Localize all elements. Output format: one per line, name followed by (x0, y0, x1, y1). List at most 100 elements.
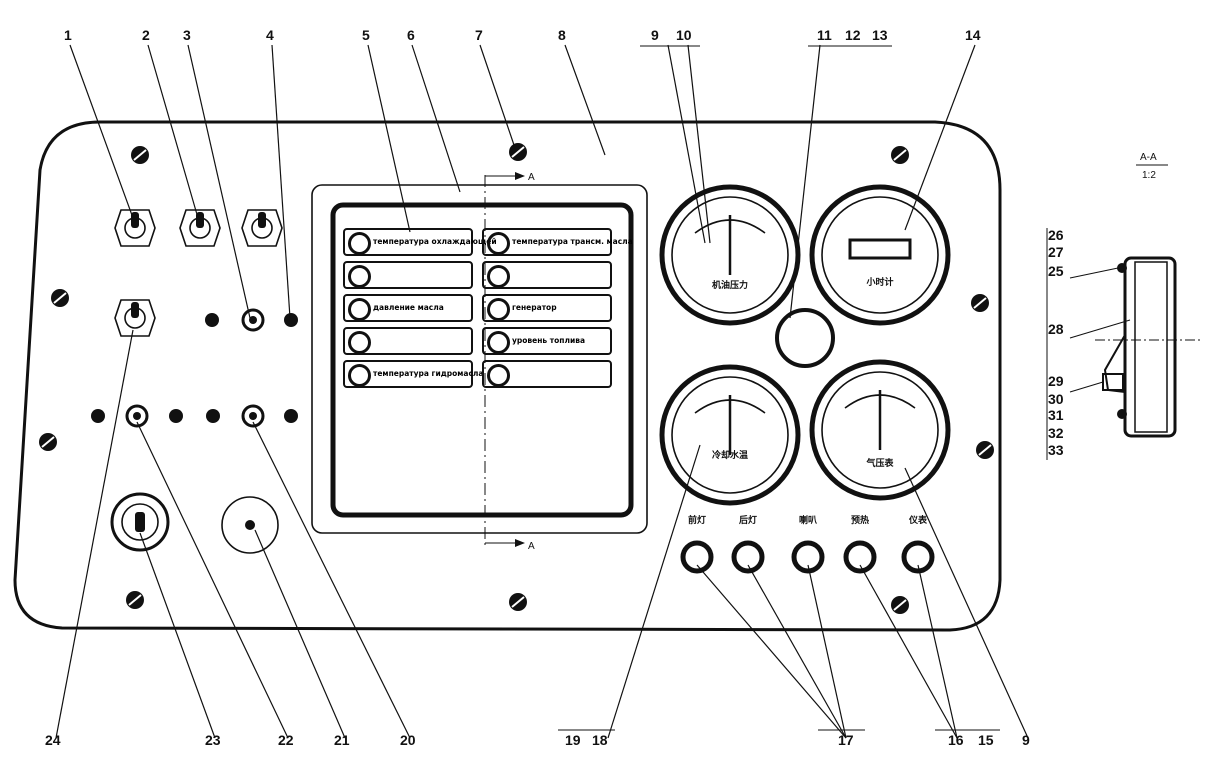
screw (509, 143, 527, 161)
leader-lines (55, 44, 1029, 739)
svg-text:21: 21 (334, 732, 350, 748)
svg-text:19: 19 (565, 732, 581, 748)
ignition-switch (110, 492, 170, 552)
lamp-bulb (487, 331, 510, 354)
svg-text:气压表: 气压表 (865, 457, 894, 469)
warning-lamp: уровень топлива (482, 327, 612, 355)
horn-button (221, 496, 279, 554)
svg-text:机油压力: 机油压力 (712, 279, 748, 291)
indicator-button: 前灯 (680, 514, 714, 574)
svg-text:1:2: 1:2 (1142, 170, 1156, 181)
warning-lamp: температура гидромасла (343, 360, 483, 388)
warning-lamp (482, 261, 612, 289)
svg-text:9: 9 (651, 27, 659, 43)
svg-text:8: 8 (558, 27, 566, 43)
screw (126, 591, 144, 609)
screw (891, 146, 909, 164)
lamp-bulb (487, 364, 510, 387)
section-view: A-A 1:2 26 27 25 28 29 30 31 32 33 (1046, 152, 1200, 460)
warning-lamp: генератор (482, 294, 612, 322)
svg-text:18: 18 (592, 732, 608, 748)
screw (509, 593, 527, 611)
screw (131, 146, 149, 164)
svg-text:3: 3 (183, 27, 191, 43)
svg-text:冷却水温: 冷却水温 (712, 449, 748, 461)
lamp-label: температура трансм. масла (512, 237, 633, 246)
svg-text:13: 13 (872, 27, 888, 43)
panel-outline (13, 120, 1002, 632)
svg-text:30: 30 (1048, 391, 1064, 407)
indicator-button: 预热 (843, 514, 877, 574)
warning-panel-inner (330, 202, 634, 518)
warning-lamp: температура трансм. масла (482, 228, 633, 256)
warning-panel-frame (311, 184, 648, 534)
screw (39, 433, 57, 451)
gauge-water-temp: 冷却水温 (659, 364, 801, 506)
svg-text:31: 31 (1048, 407, 1064, 423)
svg-text:28: 28 (1048, 321, 1064, 337)
svg-text:26: 26 (1048, 227, 1064, 243)
svg-text:33: 33 (1048, 442, 1064, 458)
screws (39, 143, 994, 614)
lamp-label: температура охлаждающей (373, 237, 497, 246)
indicator-buttons: 前灯 后灯喇叭 预热 仪表 (680, 514, 935, 574)
svg-text:9: 9 (1022, 732, 1030, 748)
svg-text:4: 4 (266, 27, 274, 43)
svg-text:22: 22 (278, 732, 294, 748)
svg-text:27: 27 (1048, 244, 1064, 260)
svg-text:5: 5 (362, 27, 370, 43)
svg-text:小时计: 小时计 (865, 276, 893, 288)
toggle-switch (114, 209, 156, 247)
section-mark-top: A (528, 172, 535, 183)
indicator-label: 仪表 (908, 514, 928, 526)
svg-text:24: 24 (45, 732, 61, 748)
section-line: A A (484, 172, 535, 552)
gauge-oil-pressure: 机油压力 (659, 184, 801, 326)
gauge-air-pressure: 气压表 (809, 359, 951, 501)
indicator-button: 后灯 (731, 514, 765, 574)
lamp-label: давление масла (373, 303, 444, 312)
svg-text:A-A: A-A (1140, 152, 1157, 163)
warning-lamps-left: температура охлаждающей давление масла тем… (343, 228, 497, 393)
warning-lamp: температура охлаждающей (343, 228, 497, 256)
warning-lamp (482, 360, 612, 388)
section-mark-bottom: A (528, 541, 535, 552)
lamp-bulb (487, 298, 510, 321)
indicator-label: 预热 (851, 514, 869, 526)
lamp-bulb (348, 331, 371, 354)
lamp-label: уровень топлива (512, 336, 586, 345)
warning-lamp: давление масла (343, 294, 473, 322)
warning-lamp (343, 261, 473, 289)
svg-text:17: 17 (838, 732, 854, 748)
warning-lamp-round (775, 308, 835, 368)
svg-text:20: 20 (400, 732, 416, 748)
svg-text:2: 2 (142, 27, 150, 43)
screw (51, 289, 69, 307)
toggle-switch (241, 209, 283, 247)
warning-lamps-right: температура трансм. масла генератор уровен… (482, 228, 633, 393)
callouts-top: 1 2 3 4 5 6 7 8 9 10 11 12 13 14 (64, 27, 981, 47)
indicator-button: 仪表 (901, 514, 935, 574)
callouts-bottom: 24 23 22 21 20 19 18 17 16 15 9 (45, 729, 1030, 748)
lamp-bulb (348, 265, 371, 288)
toggle-switch (114, 299, 156, 337)
gauge-hour-meter: 小时计 (809, 184, 951, 326)
svg-text:29: 29 (1048, 373, 1064, 389)
lamp-bulb (487, 265, 510, 288)
indicator-button: 喇叭 (791, 514, 825, 574)
toggle-switches (114, 209, 283, 337)
lamp-bulb (348, 298, 371, 321)
svg-text:23: 23 (205, 732, 221, 748)
lamp-bulb (348, 364, 371, 387)
screw (971, 294, 989, 312)
indicator-label: 前灯 (688, 514, 706, 526)
svg-text:7: 7 (475, 27, 483, 43)
svg-text:11: 11 (817, 27, 832, 43)
lamp-bulb (487, 232, 510, 255)
svg-text:14: 14 (965, 27, 981, 43)
svg-text:25: 25 (1048, 263, 1064, 279)
warning-lamp (343, 327, 473, 355)
lamp-label: генератор (512, 303, 557, 312)
svg-text:1: 1 (64, 27, 72, 43)
